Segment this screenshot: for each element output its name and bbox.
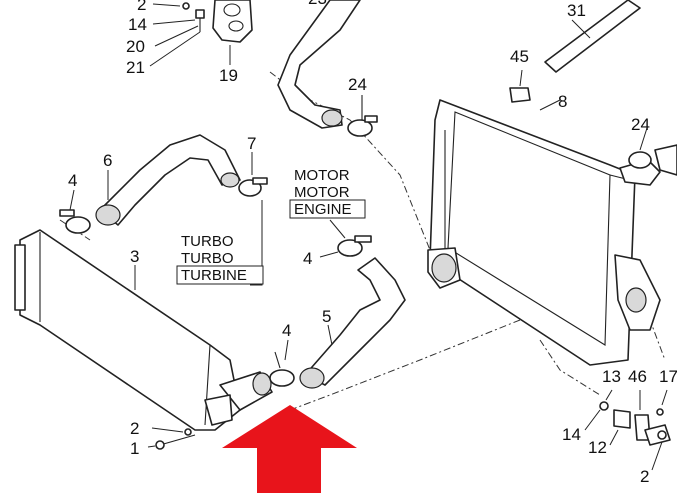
motor-label-box: MOTOR MOTOR ENGINE (289, 167, 366, 219)
callout-4-a: 4 (68, 171, 77, 190)
hose-part-5 (299, 257, 406, 389)
hose-part-23 (277, 0, 361, 129)
motor-label-2: MOTOR (294, 184, 350, 201)
engine-label: ENGINE (294, 201, 352, 218)
callout-31: 31 (567, 1, 586, 20)
clamp-part-4-a (59, 189, 91, 234)
callout-23: 23 (308, 0, 327, 8)
turbine-label: TURBINE (181, 267, 247, 284)
callout-14-bottom: 14 (562, 425, 581, 444)
bolt-part-1-2 (147, 427, 196, 450)
turbo-label-1: TURBO (181, 233, 234, 250)
hardware-parts-right (584, 389, 671, 471)
clamp-part-4-b (269, 339, 295, 387)
clamp-part-4-c (319, 219, 372, 258)
clamp-part-24-b (628, 127, 652, 169)
callout-4-c: 4 (303, 249, 312, 268)
callout-4-b: 4 (282, 321, 291, 340)
clamp-part-24-a (347, 95, 378, 137)
callout-24-a: 24 (348, 75, 367, 94)
bracket-part-19 (212, 0, 253, 65)
turbo-label-box: TURBO TURBO TURBINE (176, 233, 264, 285)
callout-20: 20 (126, 37, 145, 56)
callout-45: 45 (510, 47, 529, 66)
callout-5: 5 (322, 307, 331, 326)
callout-19: 19 (219, 66, 238, 85)
callout-7: 7 (247, 134, 256, 153)
pipe-part-31 (544, 0, 641, 73)
callout-12: 12 (588, 438, 607, 457)
callout-17: 17 (659, 367, 677, 386)
hose-part-6 (95, 134, 241, 226)
turbo-label-2: TURBO (181, 250, 234, 267)
intercooler-part-3 (14, 229, 273, 431)
bolt-part-20-21 (182, 2, 205, 32)
callouts: 2 14 20 21 19 23 31 45 8 24 24 6 7 4 3 4… (68, 0, 677, 486)
callout-2-right: 2 (640, 467, 649, 486)
leader-lines (149, 3, 201, 67)
callout-21: 21 (126, 58, 145, 77)
callout-14-top: 14 (128, 15, 147, 34)
callout-8: 8 (558, 92, 567, 111)
up-arrow-icon (222, 405, 357, 493)
callout-2-top: 2 (137, 0, 146, 14)
callout-13: 13 (602, 367, 621, 386)
callout-2-bottom: 2 (130, 419, 139, 438)
clamp-part-7 (238, 152, 268, 286)
callout-46: 46 (628, 367, 647, 386)
motor-label-1: MOTOR (294, 167, 350, 184)
clamp-part-45 (509, 69, 531, 103)
callout-1: 1 (130, 439, 139, 458)
callout-3: 3 (130, 247, 139, 266)
callout-6: 6 (103, 151, 112, 170)
callout-24-b: 24 (631, 115, 650, 134)
radiator-part-8 (427, 99, 677, 366)
